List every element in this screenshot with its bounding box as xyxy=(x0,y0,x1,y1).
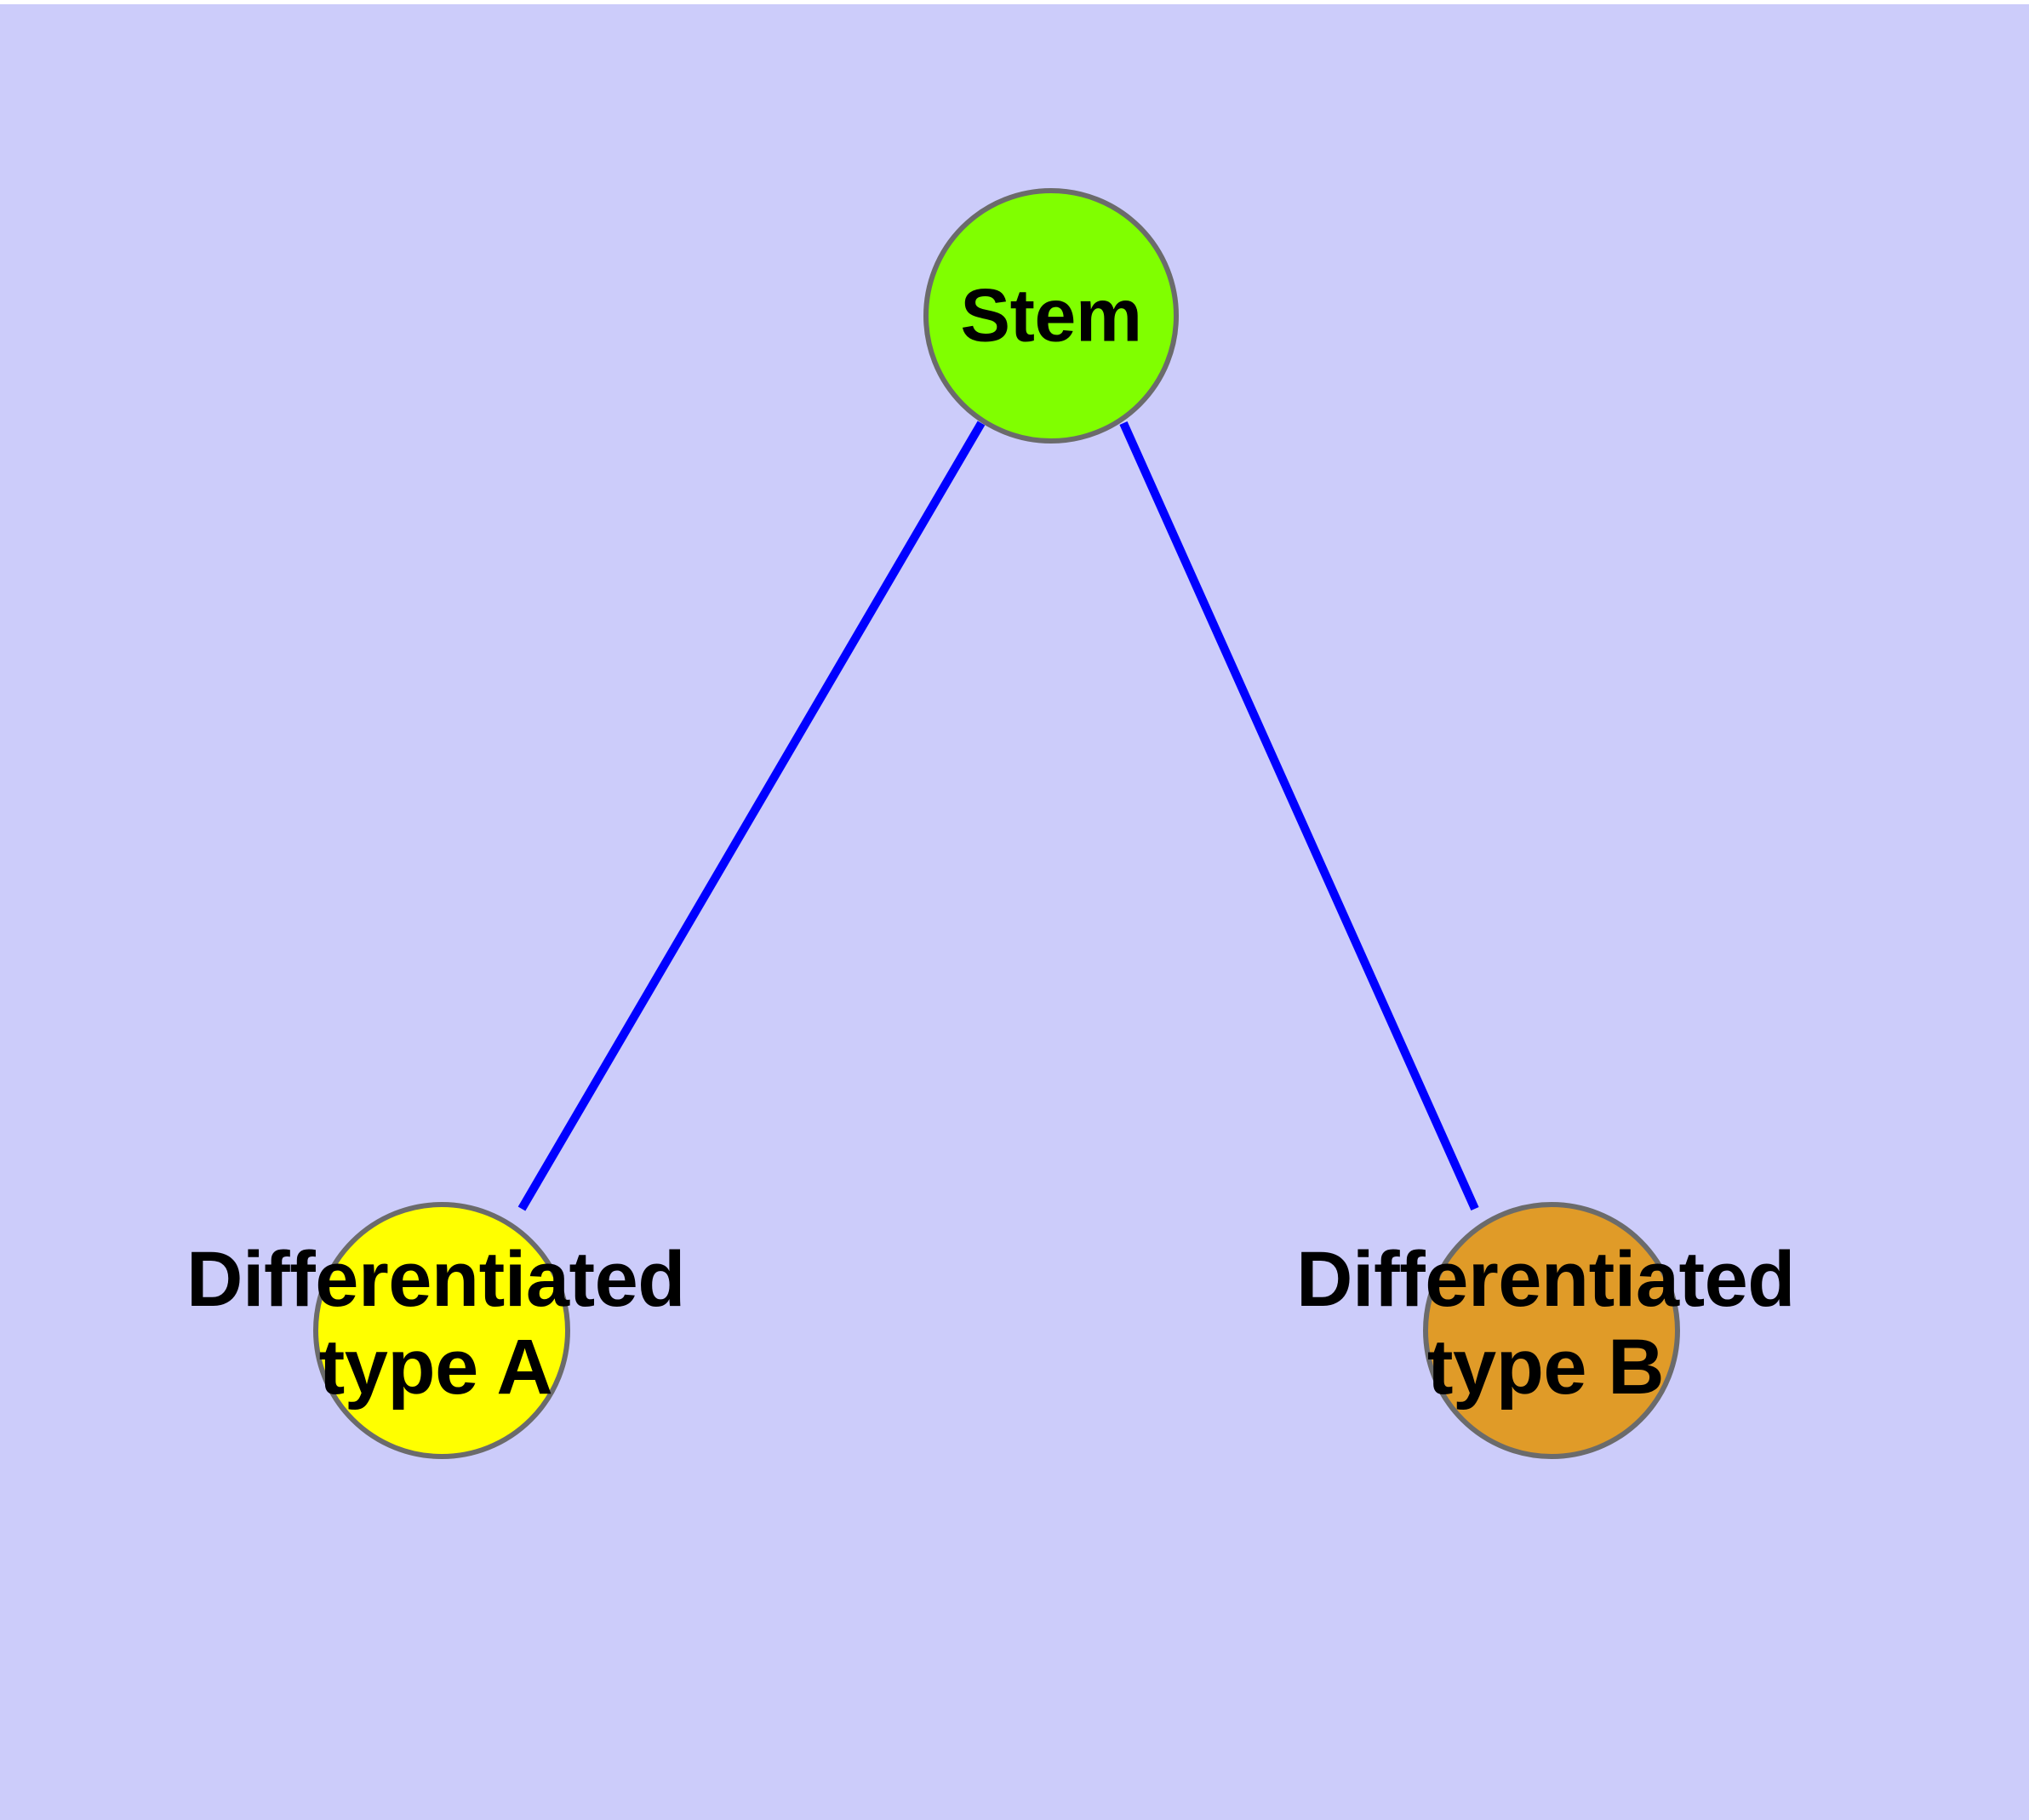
node-stem[interactable] xyxy=(923,188,1179,444)
edge-stem-to-differentiated-type-a[interactable] xyxy=(517,421,986,1211)
node-differentiated-type-a[interactable] xyxy=(313,1202,570,1459)
node-differentiated-type-b[interactable] xyxy=(1423,1202,1680,1459)
edge-stem-to-differentiated-type-b[interactable] xyxy=(1119,421,1479,1211)
node-layer xyxy=(313,188,1680,1459)
edge-layer xyxy=(517,421,1479,1211)
